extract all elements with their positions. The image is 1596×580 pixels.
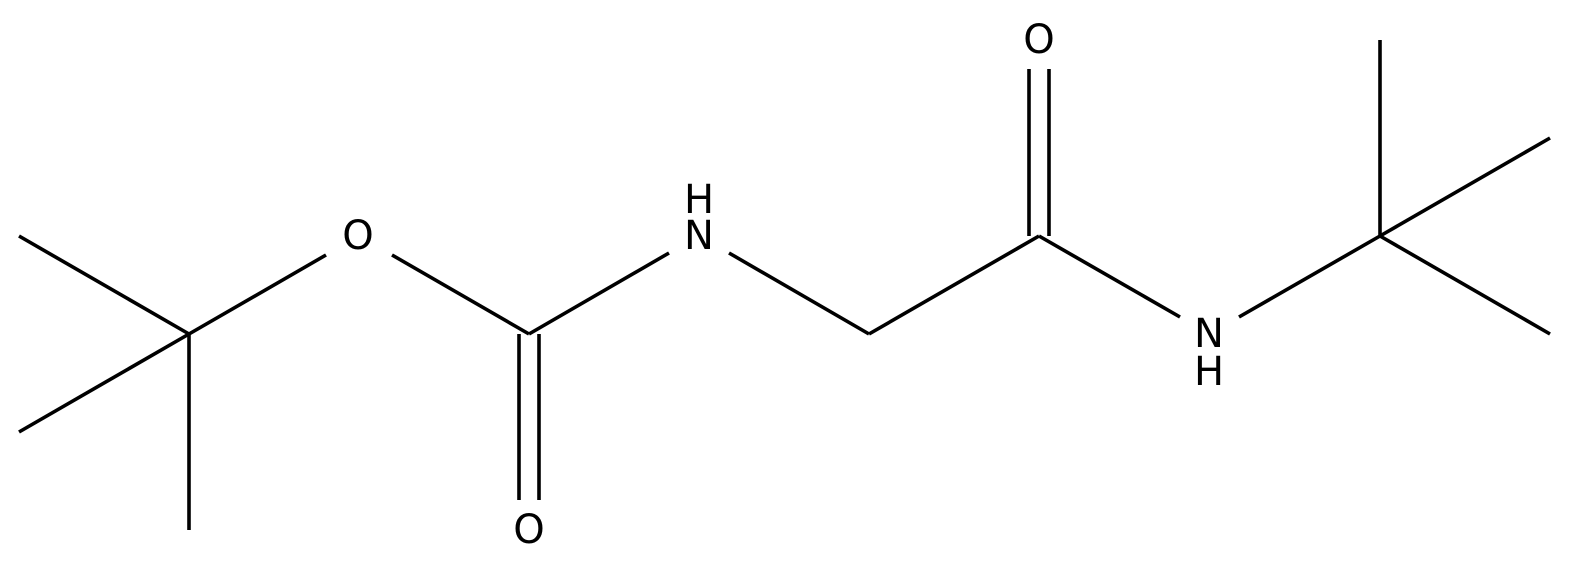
bond-amide-c-to-nh (1038, 234, 1181, 319)
bond-tbu-left-methyl-upper (18, 234, 190, 336)
atom-label-carbamate-carbonyl-oxygen: O (513, 507, 544, 553)
bond-tbu-right-methyl-lower-right (1379, 234, 1551, 336)
bond-ester-o-to-carbamate-c (391, 253, 530, 336)
bond-nh-to-ch2 (728, 251, 870, 336)
bond-carbamate-c-to-nh (528, 251, 670, 336)
atom-label-amide-hydrogen: H (1194, 349, 1224, 395)
bond-ch2-to-amide-c (868, 234, 1040, 336)
atom-label-amide-nitrogen: N (1194, 311, 1224, 357)
bond-nh-to-tbu-right (1238, 234, 1381, 319)
atom-label-carbamate-hydrogen: H (684, 177, 714, 223)
bond-tbu-right-methyl-upper-right (1379, 136, 1551, 238)
atom-label-carbamate-nitrogen: N (684, 213, 714, 259)
bond-tbu-left-methyl-lower (18, 332, 190, 434)
atom-label-amide-carbonyl-oxygen: O (1023, 17, 1054, 63)
bond-tbu-left-to-ester-o (188, 253, 327, 336)
bonds (18, 40, 1551, 530)
atom-labels: O N H O O N H (342, 17, 1224, 553)
atom-label-ester-oxygen: O (342, 213, 373, 259)
